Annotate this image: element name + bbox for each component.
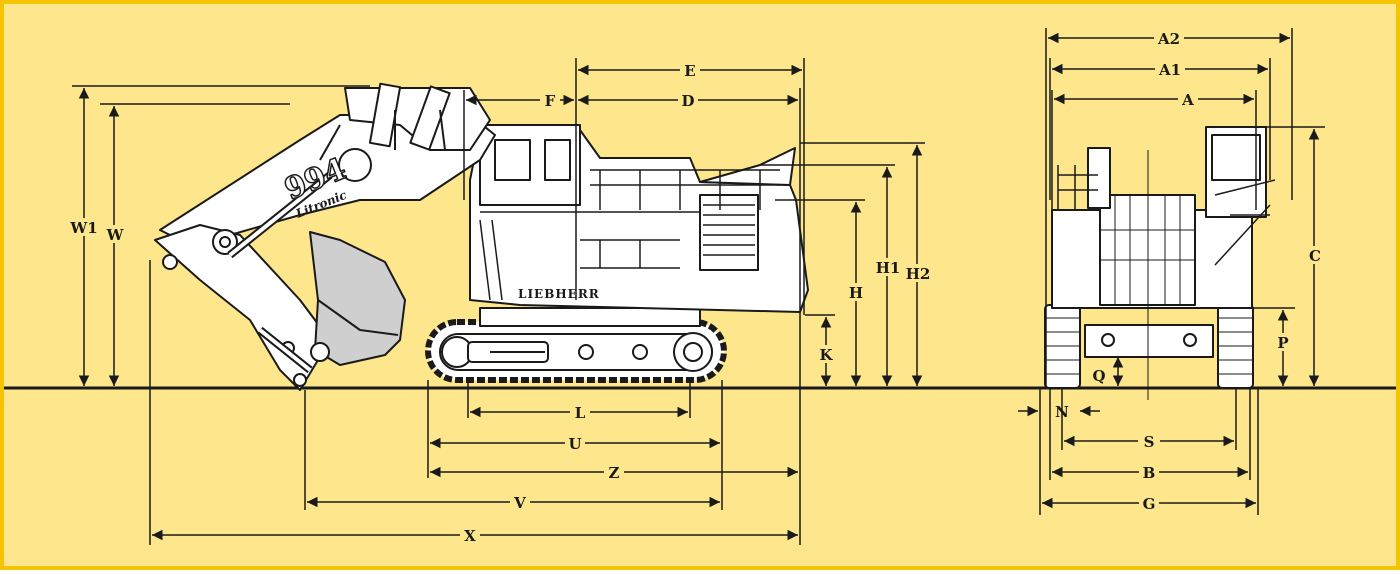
label-q: Q (1092, 367, 1105, 385)
label-k: K (819, 346, 833, 364)
label-b: B (1143, 464, 1156, 482)
brand-text: LIEBHERR (518, 287, 600, 301)
label-h: H (849, 284, 863, 302)
pins (162, 148, 372, 387)
boom-hydraulics (319, 82, 491, 161)
dimension-labels: E F D L U Z V X W1 W H H1 H2 K A2 A1 A N… (68, 29, 1326, 545)
label-s: S (1144, 433, 1155, 451)
upper-carriage (469, 124, 809, 313)
label-h1: H1 (876, 259, 901, 277)
label-u: U (568, 435, 581, 453)
label-f: F (545, 92, 556, 110)
label-e: E (684, 62, 695, 80)
label-x: X (464, 527, 476, 545)
excavator-side-view: 994 Litronic LIEBHERR (154, 82, 809, 391)
label-p: P (1277, 334, 1288, 352)
label-v: V (513, 494, 526, 512)
label-z: Z (609, 464, 620, 482)
bucket (309, 231, 406, 366)
label-a: A (1181, 91, 1194, 109)
label-w1: W1 (69, 219, 97, 237)
label-l: L (575, 404, 586, 422)
label-g: G (1143, 495, 1156, 513)
label-h2: H2 (906, 265, 931, 283)
label-a2: A2 (1157, 30, 1180, 48)
label-d: D (681, 92, 694, 110)
crawler-track (425, 307, 727, 383)
label-c: C (1309, 247, 1321, 265)
label-w: W (106, 226, 125, 244)
label-n: N (1055, 403, 1069, 421)
label-a1: A1 (1158, 61, 1181, 79)
